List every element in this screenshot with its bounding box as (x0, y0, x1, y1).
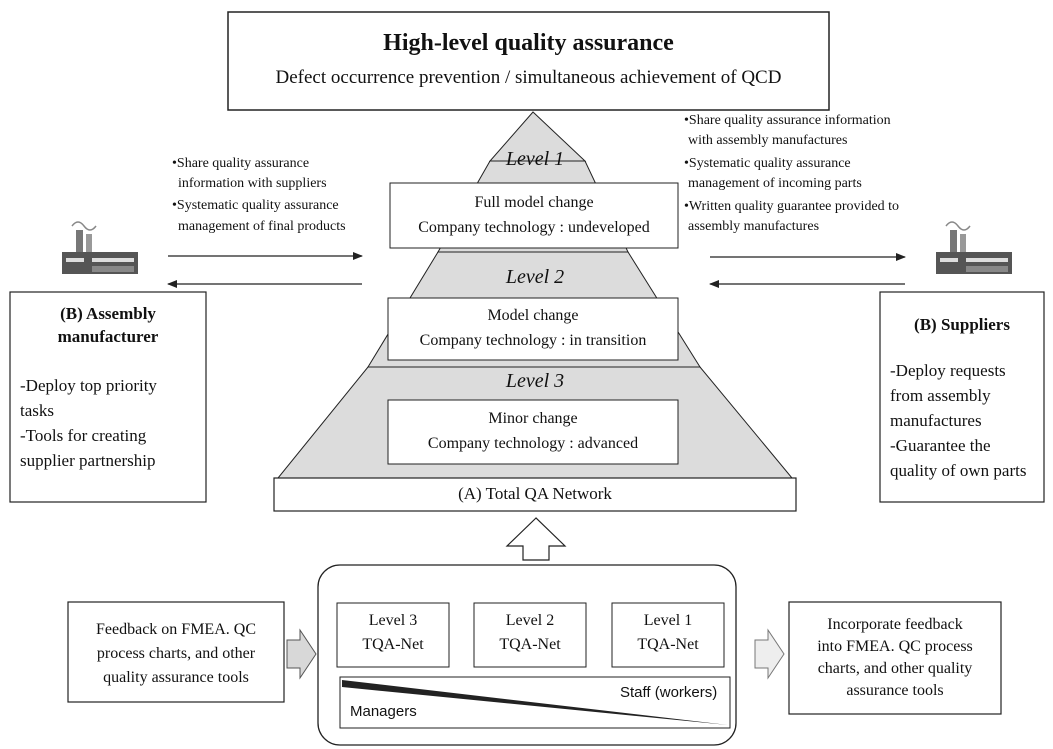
pyramid-base-label: (A) Total QA Network (458, 484, 612, 503)
right-note-line: •Written quality guarantee provided to (684, 199, 900, 214)
pyramid-base-box (273, 477, 797, 512)
suppliers-title: (B) Suppliers (914, 315, 1010, 334)
level-2-change: Model change (487, 307, 579, 324)
up-arrow-icon (505, 517, 567, 561)
left-note-line: •Systematic quality assurance (172, 198, 339, 213)
factory-icon (936, 221, 1012, 274)
net-box-level-1 (611, 602, 725, 668)
managers-staff-wedge (342, 680, 728, 725)
level-2-box (387, 297, 679, 361)
left-note-line: information with suppliers (178, 176, 327, 191)
suppliers-box (879, 291, 1045, 503)
level-3-box (387, 399, 679, 465)
staff-label: Staff (workers) (620, 684, 718, 701)
right-note-line: management of incoming parts (688, 176, 862, 191)
right-note-line: •Systematic quality assurance (684, 156, 851, 171)
net-level-1-name: TQA-Net (637, 636, 699, 653)
assembly-box (9, 291, 207, 503)
feedback-box (67, 601, 285, 703)
factory-icon (62, 221, 138, 274)
left-note-line: •Share quality assurance (172, 156, 310, 171)
left-note-line: management of final products (178, 219, 346, 234)
feedback-text: Feedback on FMEA. QC process charts, and… (96, 621, 256, 686)
level-2-tech: Company technology : in transition (419, 332, 647, 349)
suppliers-body: -Deploy requests from assembly manufactu… (890, 361, 1027, 480)
level-1-label: Level 1 (505, 148, 565, 170)
assembly-title: (B) Assembly manufacturer (57, 304, 159, 346)
right-note-line: assembly manufactures (688, 219, 820, 234)
right-note-line: •Share quality assurance information (684, 113, 891, 128)
pyramid (273, 111, 797, 512)
right-note-line: with assembly manufactures (688, 133, 848, 148)
level-3-label: Level 3 (505, 370, 565, 392)
level-1-box (389, 182, 679, 249)
level-3-change: Minor change (488, 410, 578, 427)
level-3-tech: Company technology : advanced (427, 435, 639, 452)
arrow-icon (286, 628, 317, 680)
level-1-change: Full model change (474, 194, 594, 211)
header-box (227, 11, 830, 111)
header-subtitle: Defect occurrence prevention / simultane… (275, 67, 782, 88)
assembly-body: -Deploy top priority tasks -Tools for cr… (20, 376, 157, 470)
incorporate-text: Incorporate feedback into FMEA. QC proce… (817, 616, 973, 699)
net-box-level-3 (336, 602, 450, 668)
level-2-label: Level 2 (505, 266, 565, 288)
net-box-level-2 (473, 602, 587, 668)
arrow-icon (754, 628, 785, 680)
incorporate-box (788, 601, 1002, 715)
net-level-2-label: Level 2 (505, 612, 555, 629)
net-level-2-name: TQA-Net (499, 636, 561, 653)
net-level-1-label: Level 1 (643, 612, 693, 629)
net-level-3-label: Level 3 (368, 612, 418, 629)
level-1-tech: Company technology : undeveloped (418, 219, 650, 236)
managers-label: Managers (350, 703, 417, 720)
header-title: High-level quality assurance (383, 30, 674, 56)
net-level-3-name: TQA-Net (362, 636, 424, 653)
